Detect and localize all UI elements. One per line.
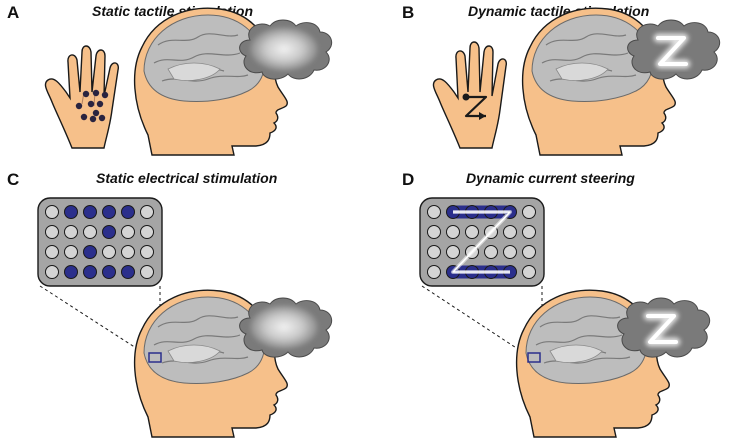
electrode-inactive <box>83 225 97 239</box>
tactile-dot <box>80 113 88 121</box>
panel-d-implant-marker <box>527 352 541 363</box>
panel-c-title: Static electrical stimulation <box>96 170 278 186</box>
electrode-inactive <box>427 225 441 239</box>
panel-c-percept-cloud <box>239 297 333 358</box>
electrode-active <box>102 225 116 239</box>
electrode-inactive <box>64 245 78 259</box>
panel-b-stroke-path <box>462 93 488 120</box>
electrode-inactive <box>121 245 135 259</box>
panel-d-percept-cloud <box>617 297 711 358</box>
panel-d-letter: D <box>402 170 415 189</box>
panel-b-hand <box>432 41 508 149</box>
electrode-inactive <box>45 265 59 279</box>
electrode-active <box>102 205 116 219</box>
arrow-head-icon <box>479 112 486 120</box>
tactile-dot <box>92 89 100 97</box>
tactile-dot <box>87 100 95 108</box>
electrode-inactive <box>45 205 59 219</box>
electrode-active <box>121 265 135 279</box>
electrode-active <box>102 265 116 279</box>
panel-c-letter: C <box>7 170 20 189</box>
electrode-inactive <box>427 245 441 259</box>
electrode-inactive <box>140 245 154 259</box>
tactile-dot <box>92 109 100 117</box>
panel-a-letter: A <box>7 3 20 22</box>
electrode-inactive <box>140 225 154 239</box>
tactile-dot <box>98 114 106 122</box>
electrode-inactive <box>522 225 536 239</box>
electrode-inactive <box>484 245 498 259</box>
electrode-active <box>83 245 97 259</box>
tactile-dot <box>75 102 83 110</box>
electrode-inactive <box>427 265 441 279</box>
electrode-inactive <box>522 205 536 219</box>
electrode-inactive <box>446 245 460 259</box>
panel-a-tactile-dots <box>75 89 109 123</box>
electrode-inactive <box>140 265 154 279</box>
tactile-dot <box>101 91 109 99</box>
electrode-inactive <box>503 225 517 239</box>
tactile-dot <box>89 115 97 123</box>
electrode-inactive <box>45 225 59 239</box>
current-path <box>452 211 511 273</box>
panel-d-electrodes <box>427 205 536 279</box>
tactile-dot <box>82 90 90 98</box>
electrode-inactive <box>427 205 441 219</box>
panel-c-electrode-array <box>37 197 163 287</box>
electrode-inactive <box>45 245 59 259</box>
panel-c-implant-marker <box>148 352 162 363</box>
panel-d-title: Dynamic current steering <box>466 170 635 186</box>
electrode-inactive <box>102 245 116 259</box>
panel-a-percept-cloud <box>239 19 333 80</box>
electrode-inactive <box>64 225 78 239</box>
electrode-active <box>83 265 97 279</box>
electrode-inactive <box>522 245 536 259</box>
panel-b-percept-cloud <box>627 19 721 80</box>
electrode-inactive <box>522 265 536 279</box>
electrode-active <box>121 205 135 219</box>
tactile-dot <box>96 100 104 108</box>
electrode-inactive <box>503 245 517 259</box>
electrode-inactive <box>140 205 154 219</box>
electrode-inactive <box>446 225 460 239</box>
electrode-active <box>83 205 97 219</box>
panel-c-electrodes <box>45 205 154 279</box>
panel-b-letter: B <box>402 3 415 22</box>
electrode-active <box>64 265 78 279</box>
electrode-inactive <box>465 225 479 239</box>
electrode-active <box>64 205 78 219</box>
electrode-inactive <box>121 225 135 239</box>
